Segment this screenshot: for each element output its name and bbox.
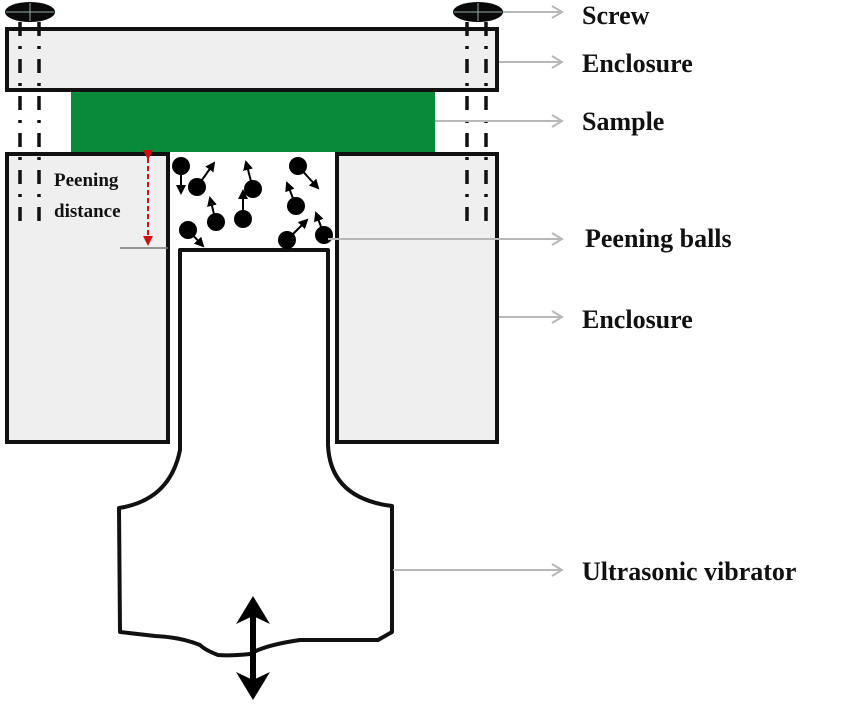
peening-distance-label-line1: Peening [54, 170, 119, 191]
peening-ball [188, 178, 206, 196]
peening-ball [234, 210, 252, 228]
bottom-enclosure-right [335, 152, 499, 444]
peening-balls [172, 157, 333, 249]
peening-ball [207, 213, 225, 231]
label-ultrasonic-vibrator: Ultrasonic vibrator [582, 557, 796, 586]
top-enclosure [5, 27, 499, 92]
bottom-enclosure-left [5, 152, 170, 444]
vibration-arrow-icon [236, 596, 270, 700]
label-screw: Screw [582, 1, 650, 30]
label-enclosure-top: Enclosure [582, 49, 693, 78]
peening-ball [179, 221, 197, 239]
peening-ball [289, 157, 307, 175]
sample [71, 92, 435, 152]
screw-icon [453, 2, 503, 22]
peening-ball [278, 231, 296, 249]
peening-ball [244, 180, 262, 198]
label-peening-balls: Peening balls [585, 224, 732, 253]
peening-ball [315, 226, 333, 244]
peening-ball [287, 197, 305, 215]
peening-ball [172, 157, 190, 175]
label-enclosure-bottom: Enclosure [582, 305, 693, 334]
peening-distance-label-line2: distance [54, 201, 121, 222]
label-sample: Sample [582, 107, 664, 136]
leader-lines [328, 5, 564, 577]
ultrasonic-vibrator [117, 248, 394, 658]
screw-icon [5, 2, 55, 22]
